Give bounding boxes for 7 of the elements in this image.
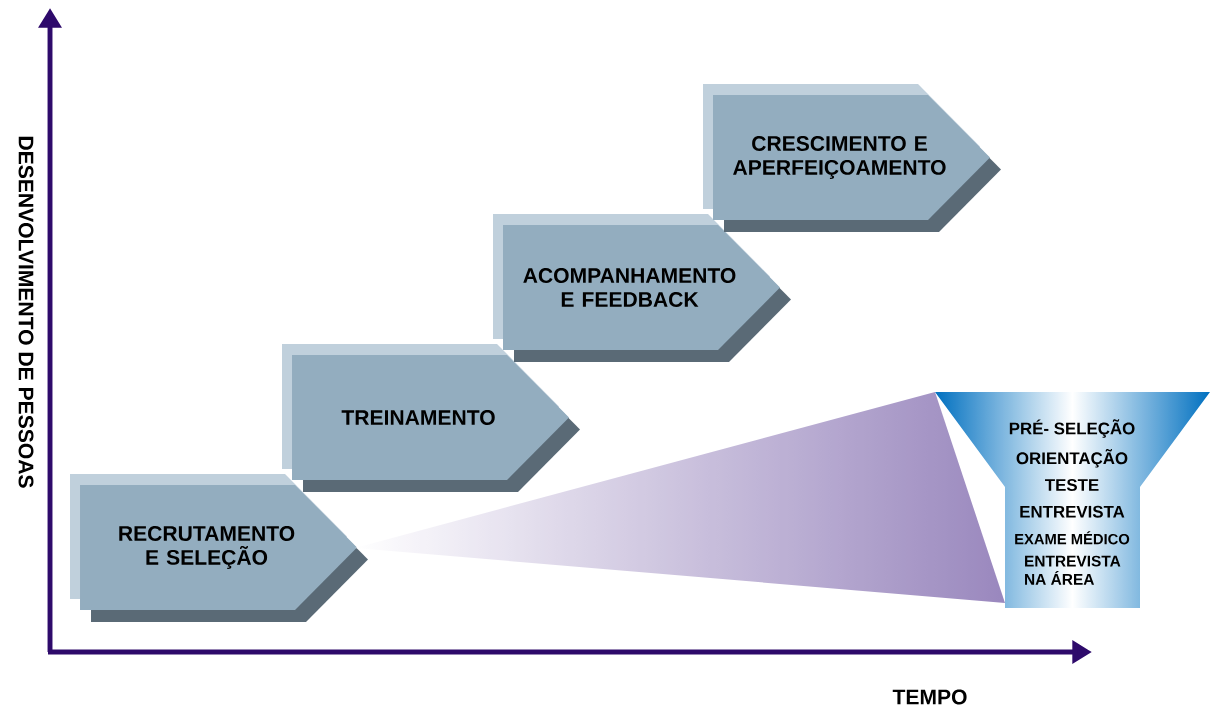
axis-label: DESENVOLVIMENTO DE PESSOAS	[18, 136, 34, 488]
axis-label: TEMPO	[892, 689, 967, 705]
stage-box: CRESCIMENTO E APERFEIÇOAMENTO	[703, 84, 1001, 232]
stage-box: RECRUTAMENTO E SELEÇÃO	[70, 474, 368, 622]
stage-box: ACOMPANHAMENTO E FEEDBACK	[493, 214, 791, 362]
stage-box: TREINAMENTO	[282, 344, 580, 492]
funnel: PRÉ- SELEÇÃO ORIENTAÇÃO TESTE ENTREVISTA EXAME MÉDICO ENTREVISTA NA ÁREA	[1009, 419, 1135, 585]
